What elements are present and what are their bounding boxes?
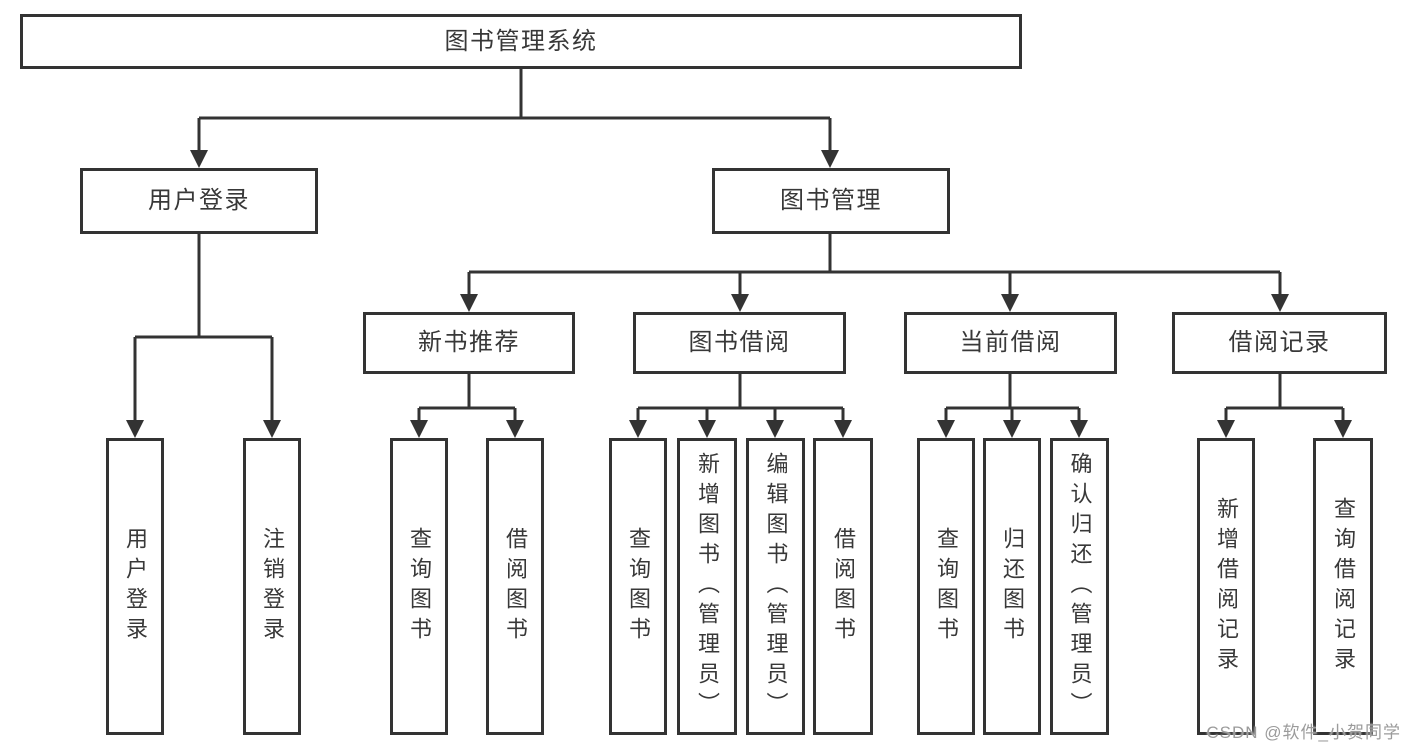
leaf-borrow-borrow-books: 借阅图书 <box>813 438 873 735</box>
leaf-newbook-borrow-books: 借阅图书 <box>486 438 544 735</box>
leaf-user-login: 用户登录 <box>106 438 164 735</box>
leaf-current-query-books: 查询图书 <box>917 438 975 735</box>
node-book-management: 图书管理 <box>712 168 950 234</box>
node-user-login: 用户登录 <box>80 168 318 234</box>
node-current-borrow: 当前借阅 <box>904 312 1117 374</box>
leaf-current-return-books: 归还图书 <box>983 438 1041 735</box>
connector-newbook-to-leaves <box>410 374 524 438</box>
connector-bookborrow-to-leaves <box>629 374 852 438</box>
leaf-newbook-query-books: 查询图书 <box>390 438 448 735</box>
leaf-borrow-add-books-admin: 新增图书（管理员） <box>677 438 737 735</box>
leaf-logout: 注销登录 <box>243 438 301 735</box>
connector-root-to-level2 <box>190 69 839 168</box>
node-library-management-system: 图书管理系统 <box>20 14 1022 69</box>
node-new-book-recommend: 新书推荐 <box>363 312 575 374</box>
leaf-records-query-record: 查询借阅记录 <box>1313 438 1373 735</box>
connector-login-to-leaves <box>126 234 281 438</box>
connector-currentborrow-to-leaves <box>937 374 1088 438</box>
leaf-borrow-edit-books-admin: 编辑图书（管理员） <box>746 438 805 735</box>
node-borrow-records: 借阅记录 <box>1172 312 1387 374</box>
connector-records-to-leaves <box>1217 374 1352 438</box>
leaf-current-confirm-return-admin: 确认归还（管理员） <box>1050 438 1109 735</box>
connector-bookmgmt-to-level3 <box>460 234 1289 312</box>
node-book-borrow: 图书借阅 <box>633 312 846 374</box>
csdn-watermark: CSDN @软件_小贺同学 <box>1206 723 1401 742</box>
leaf-records-add-record: 新增借阅记录 <box>1197 438 1255 735</box>
leaf-borrow-query-books: 查询图书 <box>609 438 667 735</box>
